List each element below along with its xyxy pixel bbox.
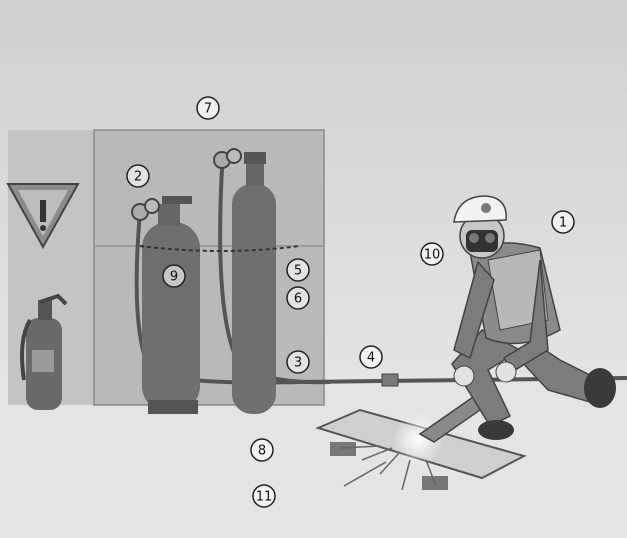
callout-floor: 8 [251,439,273,461]
callout-number: 10 [424,248,441,263]
callout-cylinder-storage: 6 [287,287,309,309]
callout-number: 9 [170,270,178,285]
callout-number: 6 [294,292,302,307]
callout-hose-coupling: 4 [360,346,382,368]
callout-regulator: 2 [127,165,149,187]
callout-number: 1 [559,216,567,231]
callout-sparks-area: 11 [253,485,275,507]
callout-storage-area: 7 [197,97,219,119]
callout-number: 2 [134,170,142,185]
callout-worker: 1 [552,211,574,233]
callout-number: 7 [204,102,212,117]
callout-number: 3 [294,356,302,371]
floor [0,400,627,538]
callout-number: 5 [294,264,302,279]
callout-hose: 3 [287,351,309,373]
callout-chain: 5 [287,259,309,281]
callout-number: 4 [367,351,375,366]
face-shield [466,230,498,252]
callout-face-shield: 10 [421,243,443,265]
callout-number: 8 [258,444,266,459]
callout-number: 11 [256,490,273,505]
callout-gas-cylinder: 9 [163,265,185,287]
hose-coupling [382,374,398,386]
